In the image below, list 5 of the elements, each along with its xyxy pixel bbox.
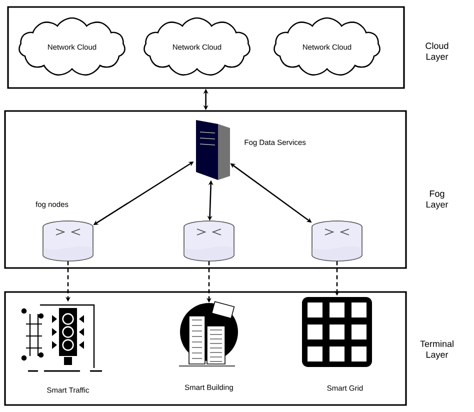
router-drawing (312, 220, 362, 262)
layer-label: Fog Layer (426, 190, 448, 210)
router-drawing (184, 220, 234, 262)
layer-label: Cloud Layer (426, 42, 448, 62)
layer-label: Terminal Layer (420, 340, 454, 360)
